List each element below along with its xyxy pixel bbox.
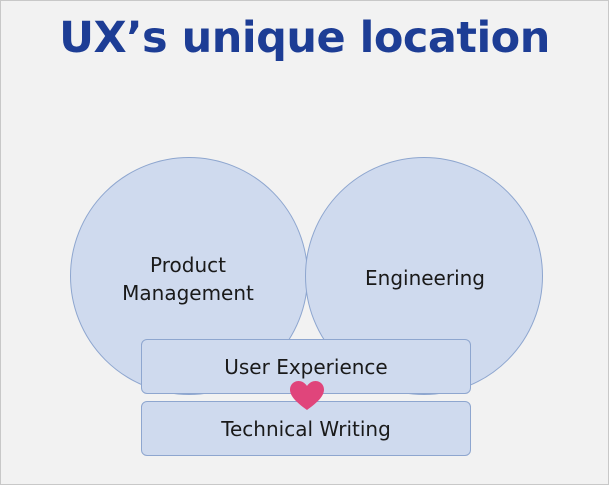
technical-writing-label: Technical Writing <box>221 416 391 441</box>
engineering-label: Engineering <box>365 266 485 290</box>
technical-writing-box: Technical Writing <box>141 401 471 456</box>
heart-icon <box>290 381 324 410</box>
product-management-label-line1: Product <box>150 253 226 277</box>
slide-title: UX’s unique location <box>59 13 550 63</box>
user-experience-label: User Experience <box>224 354 388 379</box>
product-management-label: Product Management <box>88 251 288 307</box>
product-management-label-line2: Management <box>122 281 254 305</box>
